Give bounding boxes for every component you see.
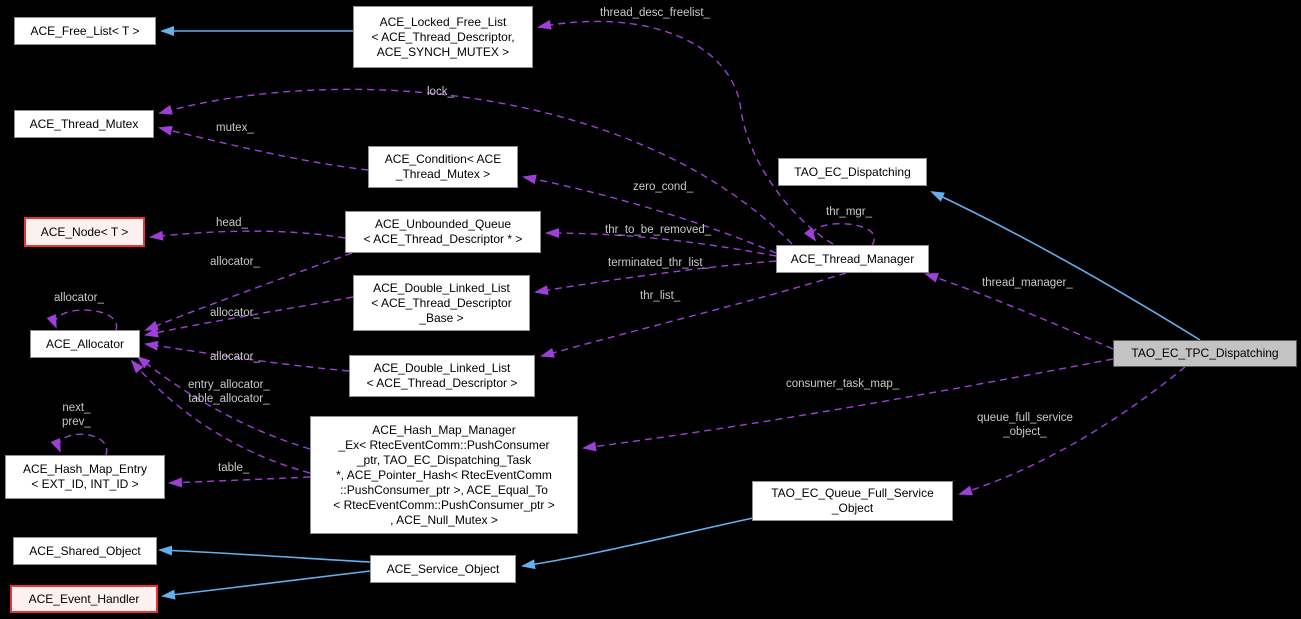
edge-label-table: table_: [218, 462, 250, 474]
edge-label-entry-table-allocator: entry_allocator_ table_allocator_: [188, 379, 270, 405]
node-tao-ec-queue-full-service-object[interactable]: TAO_EC_Queue_Full_Service _Object: [752, 481, 953, 521]
edge-label-next-prev: next_ prev_: [62, 402, 91, 428]
node-label: ACE_Allocator: [45, 336, 125, 351]
node-label: ACE_Double_Linked_List < ACE_Thread_Desc…: [366, 361, 518, 390]
edge-thr-mgr-selfloop: [803, 222, 875, 246]
node-ace-thread-mutex[interactable]: ACE_Thread_Mutex: [14, 110, 154, 138]
edge-lock: [158, 88, 793, 245]
node-ace-thread-manager[interactable]: ACE_Thread_Manager: [776, 245, 929, 273]
node-ace-hash-map-manager-ex[interactable]: ACE_Hash_Map_Manager _Ex< RtecEventComm:…: [310, 416, 578, 534]
node-tao-ec-dispatching[interactable]: TAO_EC_Dispatching: [778, 158, 927, 186]
node-label: ACE_Locked_Free_List < ACE_Thread_Descri…: [371, 14, 515, 59]
node-tao-ec-tpc-dispatching[interactable]: TAO_EC_TPC_Dispatching: [1113, 340, 1297, 367]
edge-head: [149, 230, 346, 241]
edge-label-allocator-base: allocator_: [210, 307, 260, 319]
edge-zero-cond: [522, 174, 777, 254]
edge-thread-manager: [924, 273, 1114, 350]
edge-label-terminated-thr-list: terminated_thr_list_: [608, 257, 709, 269]
node-ace-hash-map-entry[interactable]: ACE_Hash_Map_Entry < EXT_ID, INT_ID >: [5, 455, 165, 499]
edge-label-lock: lock_: [427, 86, 454, 98]
edge-inherit-serviceobject-sharedobject: [158, 545, 371, 563]
edge-label-consumer-task-map: consumer_task_map_: [786, 378, 900, 390]
node-label: TAO_EC_Queue_Full_Service _Object: [771, 486, 934, 515]
edge-entry-allocator: [136, 355, 311, 450]
edge-allocator-from-dlldesc: [144, 340, 350, 372]
edge-allocator-selfloop: [46, 309, 118, 331]
edge-label-mutex: mutex_: [216, 122, 254, 134]
edge-allocator-from-dllbase: [144, 296, 354, 338]
edge-label-allocator-queue: allocator_: [210, 256, 260, 268]
edge-thread-desc-freelist: [537, 19, 834, 245]
node-ace-condition[interactable]: ACE_Condition< ACE _Thread_Mutex >: [368, 146, 518, 188]
node-ace-node[interactable]: ACE_Node< T >: [24, 217, 145, 247]
edge-thr-list: [540, 272, 847, 358]
node-label: ACE_Shared_Object: [29, 543, 141, 558]
edge-label-thread-manager: thread_manager_: [982, 277, 1073, 289]
node-ace-shared-object[interactable]: ACE_Shared_Object: [13, 537, 157, 565]
node-label: ACE_Hash_Map_Manager _Ex< RtecEventComm:…: [333, 422, 555, 527]
edge-table: [168, 476, 311, 488]
node-ace-service-object[interactable]: ACE_Service_Object: [370, 555, 516, 583]
edge-label-thr-to-be-removed: thr_to_be_removed_: [605, 224, 712, 236]
edge-next-prev-selfloop: [50, 433, 108, 456]
edge-label-thr-list: thr_list_: [640, 290, 681, 302]
edge-label-allocator-self: allocator_: [54, 292, 104, 304]
node-ace-event-handler[interactable]: ACE_Event_Handler: [10, 585, 158, 613]
edge-label-head: head_: [216, 217, 248, 229]
edge-inherit-queuefull-serviceobject: [521, 517, 754, 570]
node-ace-unbounded-queue[interactable]: ACE_Unbounded_Queue < ACE_Thread_Descrip…: [345, 211, 541, 253]
edge-consumer-task-map: [582, 358, 1114, 452]
edge-label-zero-cond: zero_cond_: [633, 181, 694, 193]
node-label: ACE_Event_Handler: [28, 591, 140, 606]
node-label: ACE_Condition< ACE _Thread_Mutex >: [384, 152, 502, 181]
node-label: ACE_Node< T >: [40, 224, 129, 239]
node-ace-allocator[interactable]: ACE_Allocator: [30, 330, 140, 358]
edge-label-allocator-desc: allocator_: [210, 351, 260, 363]
edge-table-allocator: [130, 359, 311, 474]
node-label: ACE_Hash_Map_Entry < EXT_ID, INT_ID >: [22, 462, 148, 491]
edge-inherit-tpc-ecdispatching: [930, 191, 1201, 341]
edge-allocator-from-queue: [144, 252, 353, 331]
edge-label-queue-full-service-object: queue_full_service _object_: [977, 412, 1073, 438]
node-label: ACE_Thread_Manager: [790, 251, 915, 266]
node-label: ACE_Service_Object: [386, 561, 500, 576]
edge-label-thread-desc-freelist: thread_desc_freelist_: [600, 7, 710, 19]
edge-inherit-serviceobject-eventhandler: [161, 570, 371, 600]
node-ace-double-linked-list-descriptor[interactable]: ACE_Double_Linked_List < ACE_Thread_Desc…: [349, 355, 535, 397]
edge-mutex: [158, 125, 369, 171]
node-label: TAO_EC_Dispatching: [794, 164, 911, 179]
node-ace-double-linked-list-base[interactable]: ACE_Double_Linked_List < ACE_Thread_Desc…: [353, 275, 530, 331]
node-label: ACE_Free_List< T >: [30, 23, 140, 38]
node-label: TAO_EC_TPC_Dispatching: [1131, 346, 1279, 360]
node-ace-free-list[interactable]: ACE_Free_List< T >: [14, 17, 156, 45]
edge-label-thr-mgr: thr_mgr_: [826, 206, 873, 218]
node-ace-locked-free-list[interactable]: ACE_Locked_Free_List < ACE_Thread_Descri…: [353, 6, 533, 68]
node-label: ACE_Thread_Mutex: [29, 116, 139, 131]
node-label: ACE_Unbounded_Queue < ACE_Thread_Descrip…: [363, 217, 523, 246]
node-label: ACE_Double_Linked_List < ACE_Thread_Desc…: [371, 280, 512, 325]
